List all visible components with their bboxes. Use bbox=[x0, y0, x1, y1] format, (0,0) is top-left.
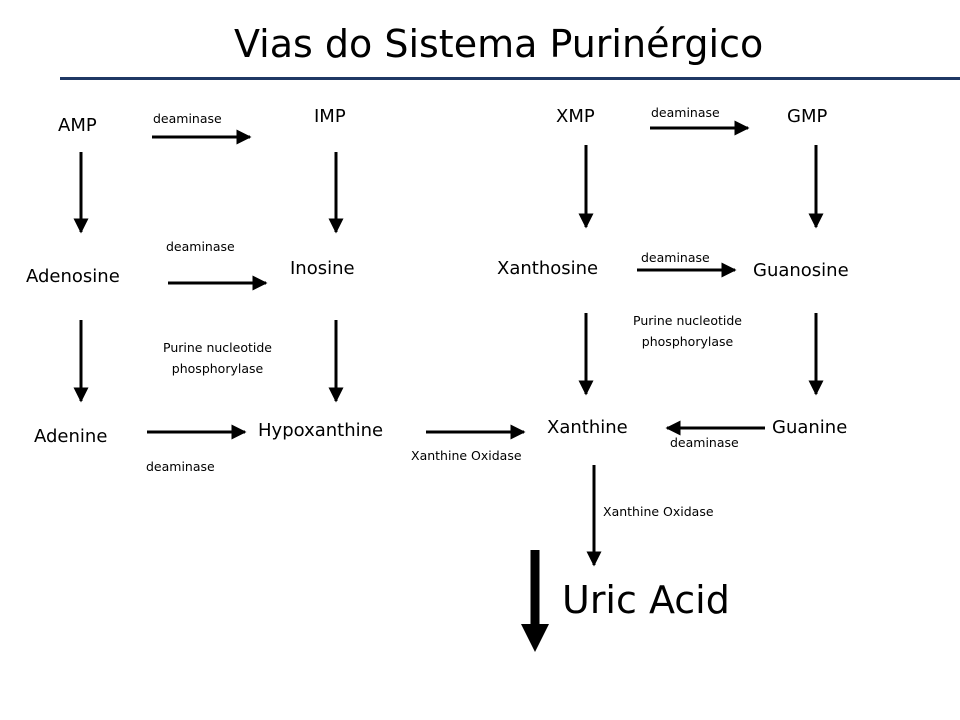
enzyme-label-pnp-right: Purine nucleotide phosphorylase bbox=[610, 310, 765, 352]
node-amp: AMP bbox=[58, 115, 97, 136]
node-inosine: Inosine bbox=[290, 258, 355, 279]
node-xmp: XMP bbox=[556, 106, 595, 127]
enzyme-label-pnp-left-line2: phosphorylase bbox=[171, 361, 264, 376]
arrow-big-down-head bbox=[521, 624, 549, 652]
enzyme-label-adenine-hypoxanthine: deaminase bbox=[146, 459, 215, 474]
enzyme-label-amp-imp: deaminase bbox=[153, 111, 222, 126]
node-imp: IMP bbox=[314, 106, 346, 127]
node-gmp: GMP bbox=[787, 106, 828, 127]
enzyme-label-xmp-gmp: deaminase bbox=[651, 105, 720, 120]
node-guanine: Guanine bbox=[772, 417, 848, 438]
node-adenine: Adenine bbox=[34, 426, 108, 447]
node-xanthine: Xanthine bbox=[547, 417, 628, 438]
enzyme-label-pnp-left-line1: Purine nucleotide bbox=[163, 340, 272, 355]
enzyme-label-xanthine-uric-acid: Xanthine Oxidase bbox=[603, 504, 714, 519]
node-hypoxanthine: Hypoxanthine bbox=[258, 420, 384, 441]
node-uric-acid: Uric Acid bbox=[562, 578, 730, 622]
enzyme-label-pnp-right-line2: phosphorylase bbox=[641, 334, 734, 349]
enzyme-label-hypoxanthine-xanthine: Xanthine Oxidase bbox=[411, 448, 522, 463]
enzyme-label-pnp-left: Purine nucleotide phosphorylase bbox=[140, 337, 295, 379]
node-guanosine: Guanosine bbox=[753, 260, 849, 281]
enzyme-label-guanine-xanthine: deaminase bbox=[670, 435, 739, 450]
enzyme-label-adenosine-inosine: deaminase bbox=[166, 239, 235, 254]
enzyme-label-pnp-right-line1: Purine nucleotide bbox=[633, 313, 742, 328]
page-title: Vias do Sistema Purinérgico bbox=[234, 22, 764, 66]
node-adenosine: Adenosine bbox=[26, 266, 120, 287]
node-xanthosine: Xanthosine bbox=[497, 258, 599, 279]
title-divider bbox=[60, 77, 960, 80]
enzyme-label-xanthosine-guanosine: deaminase bbox=[641, 250, 710, 265]
